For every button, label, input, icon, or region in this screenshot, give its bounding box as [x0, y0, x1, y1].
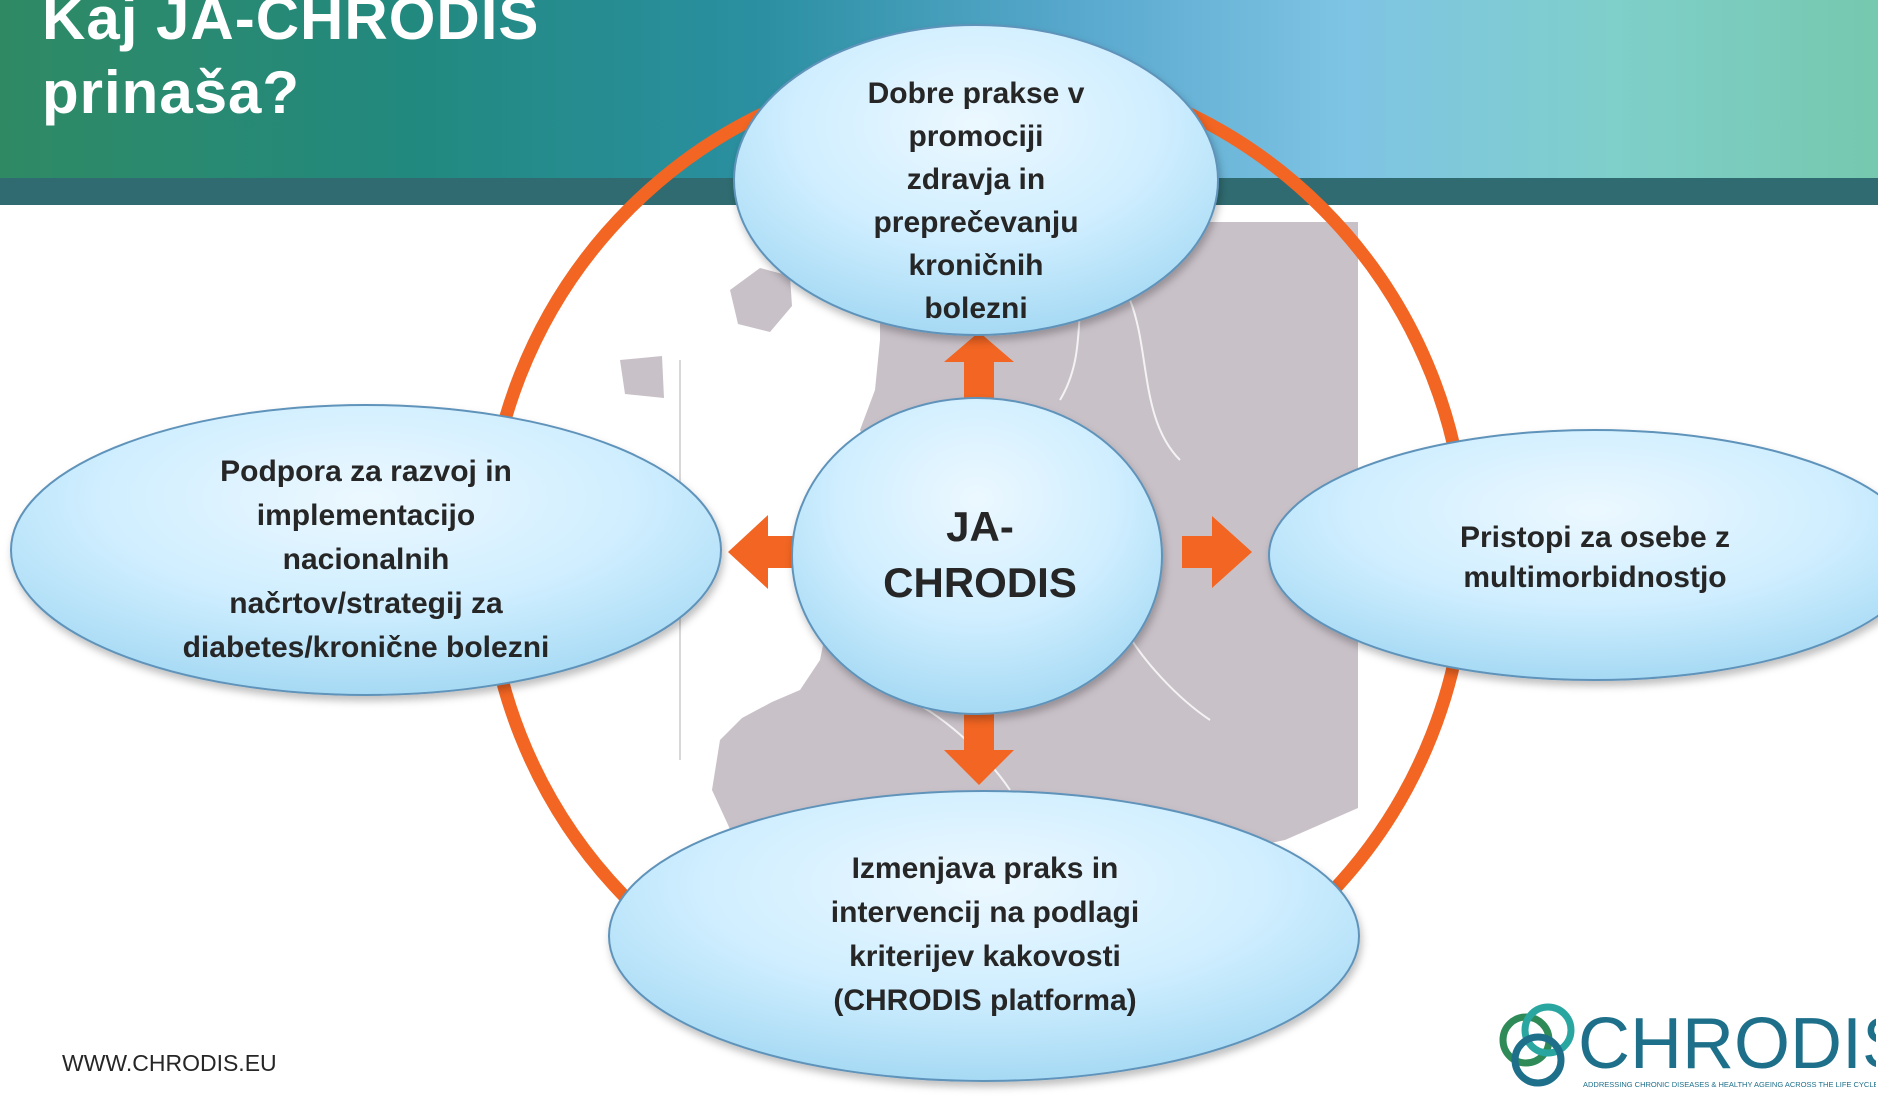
- logo-tagline: ADDRESSING CHRONIC DISEASES & HEALTHY AG…: [1583, 1080, 1876, 1089]
- bubble-left-text: Podpora za razvoj in implementacijo naci…: [182, 455, 550, 664]
- bubble-bottom-text: Izmenjava praks in intervencij na podlag…: [830, 852, 1140, 1017]
- rings-icon: [1499, 1003, 1575, 1087]
- bubble-left: [10, 404, 722, 696]
- bubble-center: [791, 397, 1163, 715]
- arrow-right: [1182, 516, 1252, 588]
- arrow-down: [944, 712, 1014, 785]
- bubble-center-text: JA- CHRODIS: [883, 503, 1077, 606]
- bubble-bottom: [608, 790, 1360, 1082]
- footer-url: WWW.CHRODIS.EU: [62, 1050, 277, 1076]
- arrow-left: [728, 515, 800, 589]
- bubble-right: [1268, 429, 1878, 681]
- slide-title: Kaj JA-CHRODIS prinaša?: [42, 0, 540, 126]
- logo-wordmark: CHRODIS: [1578, 1004, 1876, 1084]
- chrodis-logo: CHRODIS ADDRESSING CHRONIC DISEASES & HE…: [1499, 1003, 1876, 1089]
- bubble-top: [733, 24, 1219, 336]
- bubble-top-text: Dobre prakse v promociji zdravja in prep…: [867, 77, 1085, 325]
- connector-arrows: [728, 332, 1252, 785]
- bubble-right-text: Pristopi za osebe z multimorbidnostjo: [1459, 521, 1731, 594]
- arrow-up: [944, 332, 1014, 398]
